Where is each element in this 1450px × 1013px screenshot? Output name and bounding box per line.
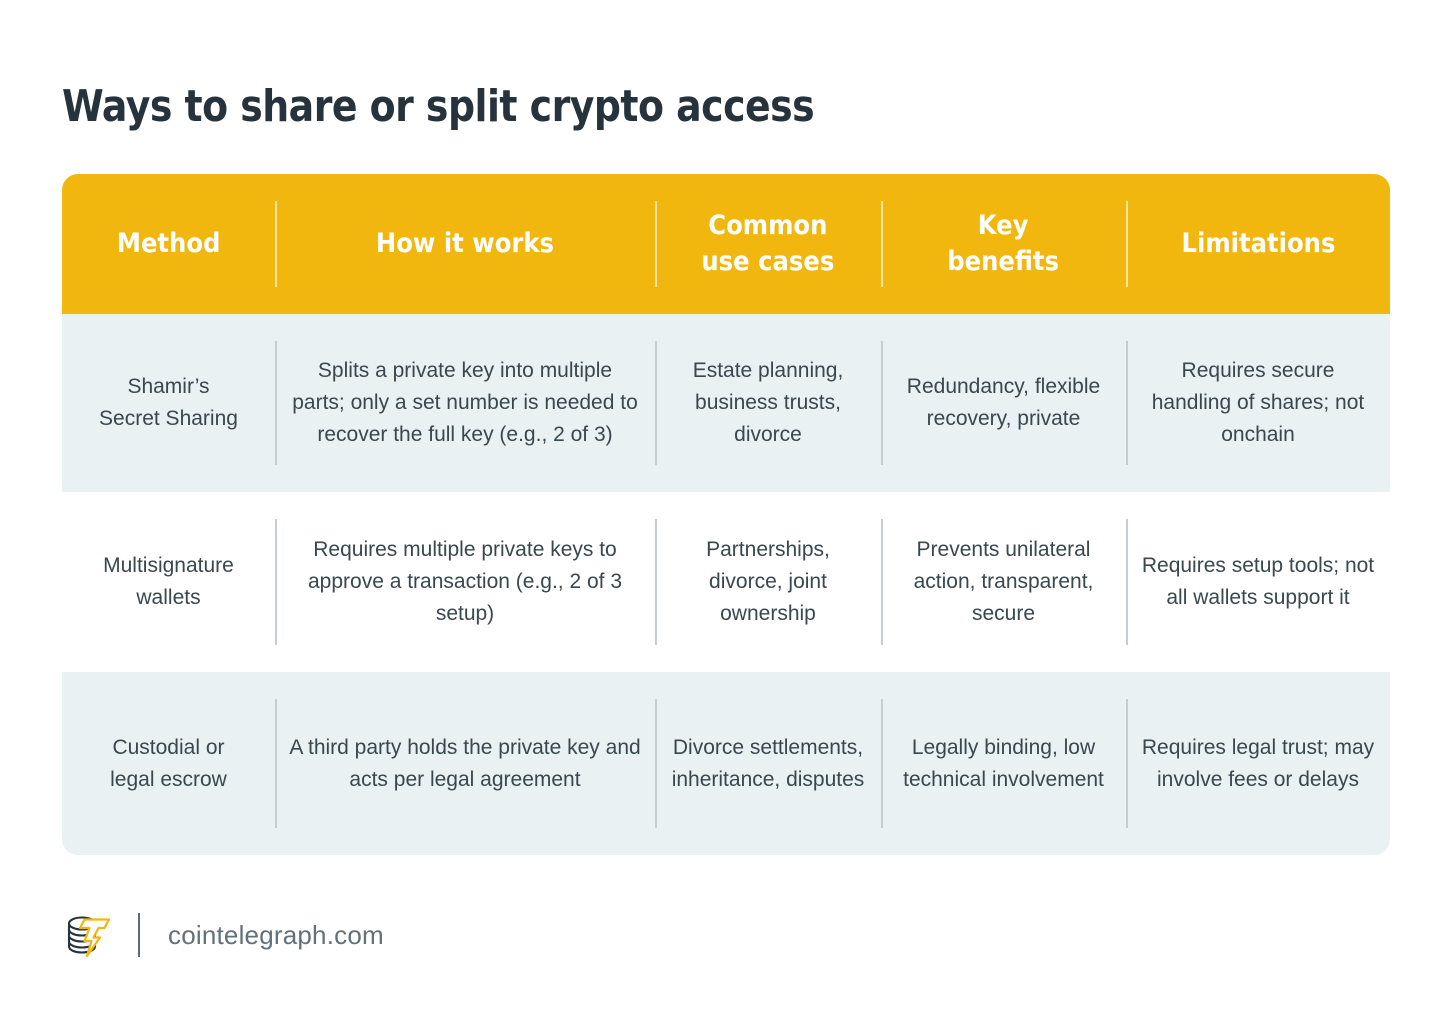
cell-text: Requires multiple private keys to approv… xyxy=(307,538,623,625)
cell-text: Estate planning, business trusts, divorc… xyxy=(692,359,844,446)
cell-method: Shamir’s Secret Sharing xyxy=(62,314,275,492)
column-header-label: Method xyxy=(116,228,221,259)
comparison-table: Method How it works Common use cases Key… xyxy=(62,174,1390,855)
cell-text: Requires secure handling of shares; not … xyxy=(1151,359,1365,446)
table-row: Custodial or legal escrow A third party … xyxy=(62,672,1390,855)
column-header-method: Method xyxy=(62,174,275,314)
column-header-label: Limitations xyxy=(1181,228,1335,259)
page-title: Ways to share or split crypto access xyxy=(62,81,815,133)
column-header-label: Key benefits xyxy=(947,210,1060,277)
cell-method: Custodial or legal escrow xyxy=(62,672,275,855)
cell-key-benefits: Redundancy, flexible recovery, private xyxy=(881,314,1126,492)
cell-how-it-works: Splits a private key into multiple parts… xyxy=(275,314,655,492)
column-header-limitations: Limitations xyxy=(1126,174,1390,314)
footer-divider xyxy=(138,913,140,957)
cell-text: Custodial or legal escrow xyxy=(110,735,227,791)
cell-common-use-cases: Partnerships, divorce, joint ownership xyxy=(655,492,881,672)
cell-text: Splits a private key into multiple parts… xyxy=(292,359,638,446)
cell-text: Legally binding, low technical involveme… xyxy=(903,735,1104,791)
column-header-label: How it works xyxy=(375,228,555,259)
table-row: Shamir’s Secret Sharing Splits a private… xyxy=(62,314,1390,492)
cell-how-it-works: Requires multiple private keys to approv… xyxy=(275,492,655,672)
cell-text: Shamir’s Secret Sharing xyxy=(99,375,238,430)
cell-how-it-works: A third party holds the private key and … xyxy=(275,672,655,855)
table-header-row: Method How it works Common use cases Key… xyxy=(62,174,1390,314)
cell-key-benefits: Prevents unilateral action, transparent,… xyxy=(881,492,1126,672)
cell-text: Requires setup tools; not all wallets su… xyxy=(1141,554,1375,609)
cell-text: Multisignature wallets xyxy=(103,554,234,609)
cell-limitations: Requires setup tools; not all wallets su… xyxy=(1126,492,1390,672)
column-header-key-benefits: Key benefits xyxy=(881,174,1126,314)
cell-text: Requires legal trust; may involve fees o… xyxy=(1141,735,1375,791)
column-header-label: Common use cases xyxy=(701,210,835,277)
cell-method: Multisignature wallets xyxy=(62,492,275,672)
footer: cointelegraph.com xyxy=(62,905,384,965)
cell-key-benefits: Legally binding, low technical involveme… xyxy=(881,672,1126,855)
cell-common-use-cases: Estate planning, business trusts, divorc… xyxy=(655,314,881,492)
cointelegraph-logo-icon xyxy=(67,916,111,958)
cell-common-use-cases: Divorce settlements, inheritance, disput… xyxy=(655,672,881,855)
table-row: Multisignature wallets Requires multiple… xyxy=(62,492,1390,672)
cell-limitations: Requires secure handling of shares; not … xyxy=(1126,314,1390,492)
cell-text: Divorce settlements, inheritance, disput… xyxy=(671,735,865,791)
column-header-common-use-cases: Common use cases xyxy=(655,174,881,314)
cell-text: Prevents unilateral action, transparent,… xyxy=(913,538,1094,625)
column-header-how-it-works: How it works xyxy=(275,174,655,314)
footer-url: cointelegraph.com xyxy=(168,920,384,950)
cell-text: Redundancy, flexible recovery, private xyxy=(906,375,1101,430)
cell-text: Partnerships, divorce, joint ownership xyxy=(706,538,830,625)
cell-text: A third party holds the private key and … xyxy=(289,735,641,791)
cell-limitations: Requires legal trust; may involve fees o… xyxy=(1126,672,1390,855)
